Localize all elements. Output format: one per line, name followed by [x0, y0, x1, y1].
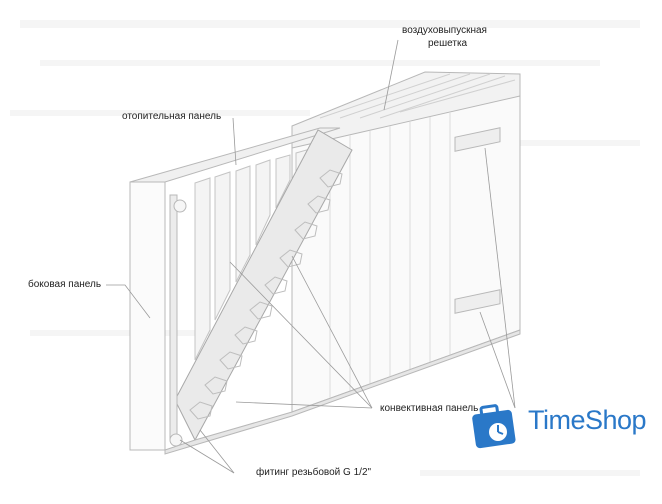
mounting-bracket-bottom [454, 289, 501, 314]
mounting-bracket-top [454, 127, 501, 152]
side-panel-shape [129, 181, 166, 451]
label-air-grille-line1: воздуховыпускная [402, 25, 487, 36]
label-air-grille-line2: решетка [428, 38, 468, 49]
brand-name: TimeShop [528, 405, 647, 435]
label-heating-panel: отопительная панель [122, 111, 222, 122]
radiator-body [129, 71, 521, 455]
convector-cutaway [174, 129, 353, 442]
label-fitting: фитинг резьбовой G 1/2" [256, 467, 372, 478]
briefcase-clock-icon [472, 404, 516, 449]
leader-lines [106, 39, 516, 474]
fitting-top [173, 199, 187, 213]
label-side-panel: боковая панель [28, 279, 102, 290]
label-convection-panel: конвективная панель [380, 403, 479, 414]
timeshop-logo: TimeShop [470, 397, 655, 449]
vertical-pipe [169, 194, 178, 441]
